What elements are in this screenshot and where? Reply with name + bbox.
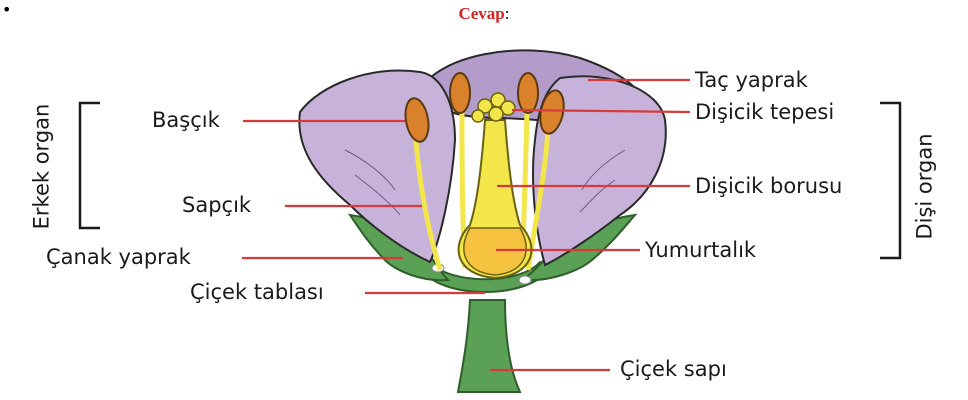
label-cicek-tablasi: Çiçek tablası: [190, 280, 324, 304]
label-canak-yaprak: Çanak yaprak: [46, 245, 191, 269]
label-sapcik: Sapçık: [182, 193, 252, 217]
label-cicek-sapi: Çiçek sapı: [620, 357, 727, 381]
leader-line-disicik-tepesi: [511, 108, 691, 114]
label-disicik-tepesi: Dişicik tepesi: [695, 100, 835, 124]
petal-vein: [579, 179, 616, 213]
label-tac-yaprak: Taç yaprak: [695, 68, 808, 92]
label-disicik-borusu: Dişicik borusu: [695, 174, 843, 198]
group-label-erkek-organ: Erkek organ: [29, 103, 54, 230]
petal-right: [532, 75, 667, 267]
stigma-lobe: [471, 109, 485, 123]
answer-colon: :: [504, 4, 510, 23]
anther: [517, 72, 539, 114]
answer-heading: Cevap:: [0, 4, 968, 24]
stigma-lobe: [488, 106, 504, 122]
petal-vein: [354, 174, 401, 216]
ovary: [463, 227, 527, 276]
answer-label: Cevap: [458, 4, 505, 23]
petal-vein: [344, 149, 396, 191]
bracket-erkek-organ: [78, 101, 100, 230]
flower-stem: [456, 299, 522, 393]
anther: [404, 97, 430, 143]
stigma-lobe: [477, 98, 493, 114]
group-label-disi-organ: Dişi organ: [912, 133, 937, 240]
anther: [449, 72, 471, 114]
stigma-lobe: [500, 100, 516, 116]
bracket-disi-organ: [880, 101, 902, 260]
label-bascik: Başçık: [152, 108, 220, 132]
nectar-mark: [518, 275, 532, 285]
label-yumurtalik: Yumurtalık: [645, 238, 757, 262]
filament: [412, 129, 443, 271]
bullet-mark: •: [2, 0, 12, 19]
